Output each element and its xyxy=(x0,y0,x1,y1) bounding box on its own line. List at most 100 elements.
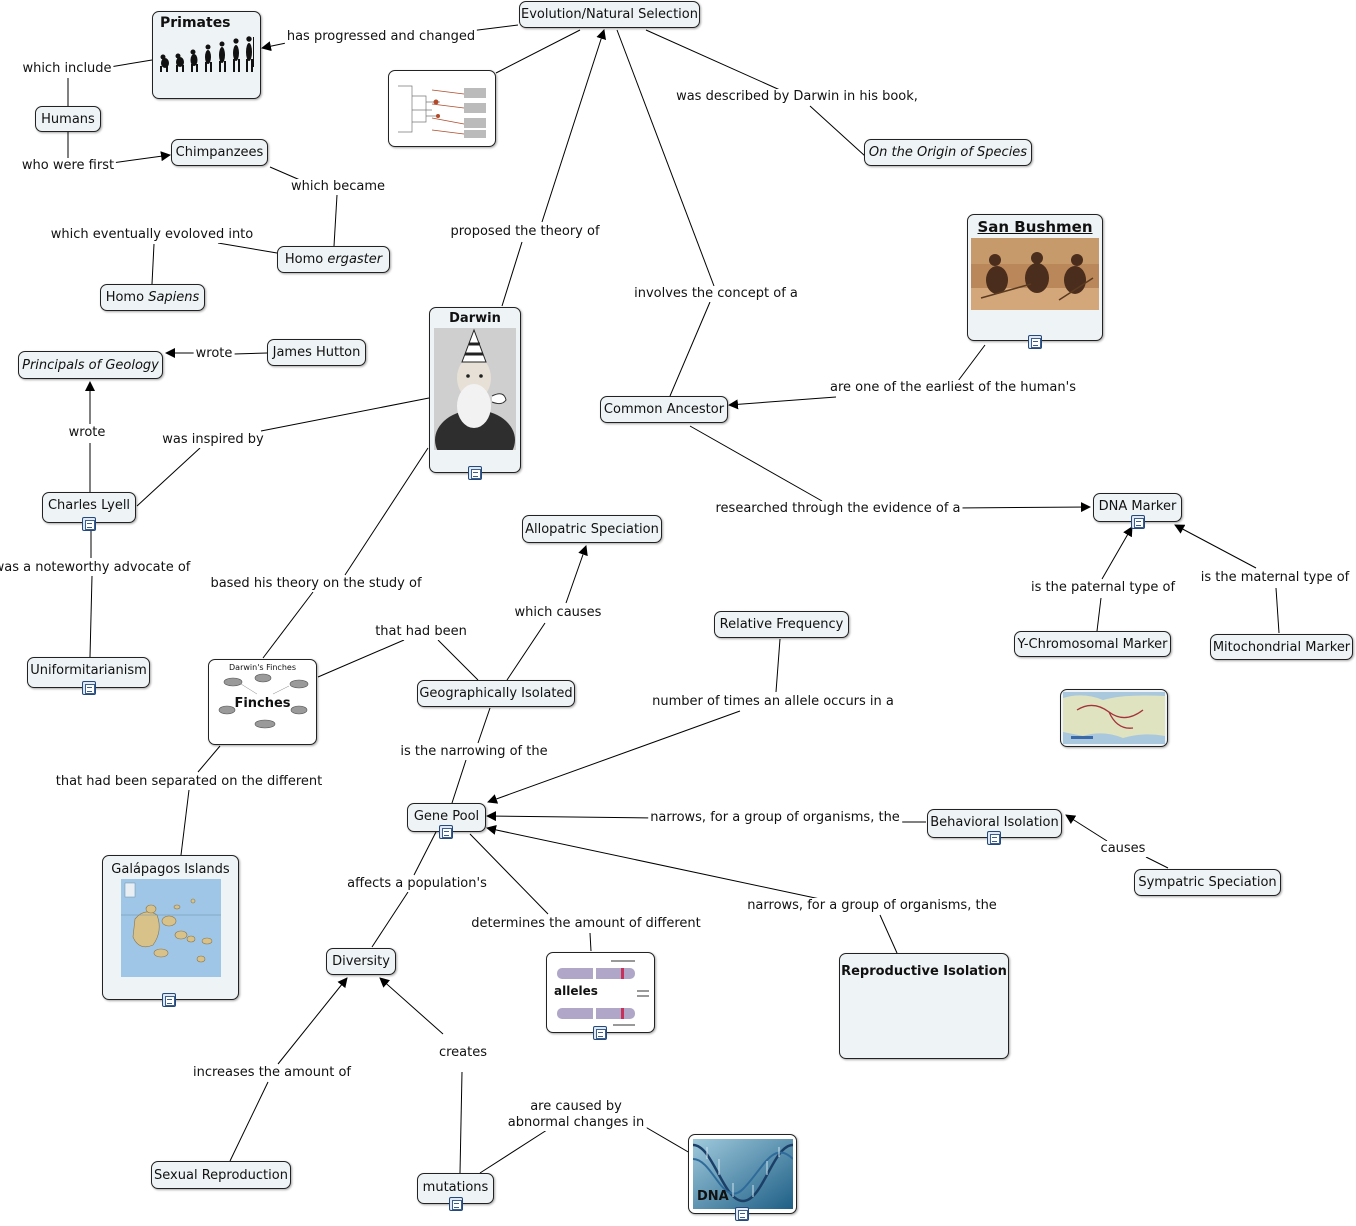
resource-icon-charles-lyell[interactable] xyxy=(82,517,96,531)
link-label-described-by-darwin: was described by Darwin in his book, xyxy=(674,89,920,105)
concept-sympatric-speciation[interactable]: Sympatric Speciation xyxy=(1134,869,1281,896)
concept-darwin[interactable]: Darwin xyxy=(429,307,521,473)
link-label-narrowing-of: is the narrowing of the xyxy=(398,744,550,760)
concept-san-bushmen-label: San Bushmen xyxy=(977,218,1093,236)
link-label-earliest-humans: are one of the earliest of the human's xyxy=(828,380,1078,396)
resource-icon-dna-marker[interactable] xyxy=(1131,515,1145,529)
concept-mitochondrial-marker[interactable]: Mitochondrial Marker xyxy=(1210,634,1353,660)
link-label-wrote-lyell: wrote xyxy=(66,425,108,441)
resource-icon-darwin[interactable] xyxy=(468,466,482,480)
concept-reproductive-isolation[interactable]: Reproductive Isolation xyxy=(839,953,1009,1059)
galapagos-map-image xyxy=(120,879,221,977)
concept-uniformitarianism-label: Uniformitarianism xyxy=(30,663,147,678)
link-label-eventually-evolved: which eventually evoloved into xyxy=(48,227,256,243)
link-label-caused-by-line2: abnormal changes in xyxy=(507,1115,645,1130)
link-label-narrows-behavioral: narrows, for a group of organisms, the xyxy=(648,810,902,826)
san-bushmen-photo xyxy=(971,238,1099,310)
concept-dna[interactable]: DNA xyxy=(688,1134,797,1214)
concept-dna-marker[interactable]: DNA Marker xyxy=(1093,493,1182,522)
link-label-which-became: which became xyxy=(288,179,388,195)
concept-evolution-label: Evolution/Natural Selection xyxy=(521,7,698,22)
concept-origin-of-species[interactable]: On the Origin of Species xyxy=(864,139,1032,166)
link-label-who-were-first: who were first xyxy=(19,158,117,174)
concept-homo-sapiens[interactable]: Homo Sapiens xyxy=(100,284,205,311)
concept-relative-frequency-label: Relative Frequency xyxy=(719,617,844,632)
concept-humans-label: Humans xyxy=(41,111,95,127)
concept-chimpanzees[interactable]: Chimpanzees xyxy=(171,139,268,166)
link-label-maternal-type: is the maternal type of xyxy=(1198,570,1352,586)
concept-charles-lyell-label: Charles Lyell xyxy=(47,498,131,513)
concept-james-hutton[interactable]: James Hutton xyxy=(267,339,366,366)
finches-beaks-illustration xyxy=(218,673,308,729)
concept-y-chromosomal-marker[interactable]: Y-Chromosomal Marker xyxy=(1014,631,1171,657)
concept-mutations-label: mutations xyxy=(422,1180,489,1195)
link-label-proposed-theory: proposed the theory of xyxy=(448,224,602,240)
resource-icon-san-bushmen[interactable] xyxy=(1028,335,1042,349)
link-label-narrows-reproductive: narrows, for a group of organisms, the xyxy=(745,898,999,914)
concept-common-ancestor-label: Common Ancestor xyxy=(603,402,725,417)
concept-diversity[interactable]: Diversity xyxy=(326,948,396,975)
concept-behavioral-label: Behavioral Isolation xyxy=(930,815,1059,830)
resource-icon-mutations[interactable] xyxy=(449,1197,463,1211)
concept-sympatric-label: Sympatric Speciation xyxy=(1138,875,1277,890)
resource-icon-dna[interactable] xyxy=(735,1207,749,1221)
concept-alleles-label: alleles xyxy=(554,984,598,998)
concept-alleles[interactable]: alleles xyxy=(546,952,655,1033)
concept-primates-label: Primates xyxy=(160,15,231,31)
concept-common-ancestor[interactable]: Common Ancestor xyxy=(600,396,728,423)
concept-reproductive-label: Reproductive Isolation xyxy=(841,964,1007,979)
concept-chimpanzees-label: Chimpanzees xyxy=(175,145,264,160)
migration-map-thumbnail xyxy=(1063,692,1165,744)
finches-image-title: Darwin's Finches xyxy=(229,663,296,672)
concept-finches-label: Finches xyxy=(234,696,291,711)
resource-icon-uniformitarianism[interactable] xyxy=(82,681,96,695)
concept-allopatric-speciation[interactable]: Allopatric Speciation xyxy=(522,515,662,543)
concept-primates[interactable]: Primates xyxy=(152,11,261,99)
resource-icon-gene-pool[interactable] xyxy=(439,825,453,839)
resource-icon-galapagos[interactable] xyxy=(162,993,176,1007)
homo-ergaster-genus: Homo xyxy=(284,252,328,267)
concept-dna-label: DNA xyxy=(697,1189,729,1204)
link-label-based-theory: based his theory on the study of xyxy=(208,576,424,592)
human-evolution-silhouette-image xyxy=(160,36,254,72)
concept-finches[interactable]: Darwin's Finches Finches xyxy=(208,659,317,745)
resource-icon-alleles[interactable] xyxy=(593,1026,607,1040)
dna-helix-image xyxy=(692,1139,793,1209)
link-label-which-causes: which causes xyxy=(512,605,604,621)
migration-map-image[interactable] xyxy=(1060,689,1168,747)
concept-homo-ergaster[interactable]: Homo ergaster xyxy=(277,246,390,273)
resource-icon-behavioral-isolation[interactable] xyxy=(987,831,1001,845)
link-label-increases-amount: increases the amount of xyxy=(191,1065,353,1081)
link-label-determines-amount: determines the amount of different xyxy=(469,916,703,932)
link-label-creates: creates xyxy=(436,1045,490,1061)
concept-dna-marker-label: DNA Marker xyxy=(1098,499,1177,514)
concept-galapagos-label: Galápagos Islands xyxy=(111,862,230,877)
concept-principals-label: Principals of Geology xyxy=(22,357,159,373)
concept-geographically-isolated[interactable]: Geographically Isolated xyxy=(417,680,575,707)
concept-gene-pool-label: Gene Pool xyxy=(413,809,480,824)
link-label-affects-population: affects a population's xyxy=(345,876,489,892)
concept-james-hutton-label: James Hutton xyxy=(272,345,361,360)
homo-ergaster-species: ergaster xyxy=(327,252,383,267)
phylogenetic-tree-image[interactable] xyxy=(388,70,496,147)
link-label-which-include: which include xyxy=(20,61,114,77)
link-label-researched-evidence: researched through the evidence of a xyxy=(713,501,963,517)
link-label-involves-concept: involves the concept of a xyxy=(632,286,800,302)
concept-principals-of-geology[interactable]: Principals of Geology xyxy=(18,351,163,379)
link-label-that-had-been: that had been xyxy=(373,624,469,640)
concept-geo-isolated-label: Geographically Isolated xyxy=(419,686,573,701)
concept-uniformitarianism[interactable]: Uniformitarianism xyxy=(27,657,150,688)
concept-san-bushmen[interactable]: San Bushmen xyxy=(967,214,1103,341)
concept-mutations[interactable]: mutations xyxy=(417,1173,494,1204)
link-label-inspired-by: was inspired by xyxy=(160,432,266,448)
concept-sexual-reproduction[interactable]: Sexual Reproduction xyxy=(151,1161,291,1189)
concept-sexual-reproduction-label: Sexual Reproduction xyxy=(154,1167,288,1183)
concept-evolution[interactable]: Evolution/Natural Selection xyxy=(519,1,700,28)
concept-relative-frequency[interactable]: Relative Frequency xyxy=(714,611,849,638)
link-label-caused-by-line1: are caused by xyxy=(530,1099,622,1114)
concept-humans[interactable]: Humans xyxy=(35,106,101,132)
concept-allopatric-label: Allopatric Speciation xyxy=(525,521,659,537)
concept-galapagos-islands[interactable]: Galápagos Islands xyxy=(102,855,239,1000)
link-label-number-of-times: number of times an allele occurs in a xyxy=(650,694,896,710)
